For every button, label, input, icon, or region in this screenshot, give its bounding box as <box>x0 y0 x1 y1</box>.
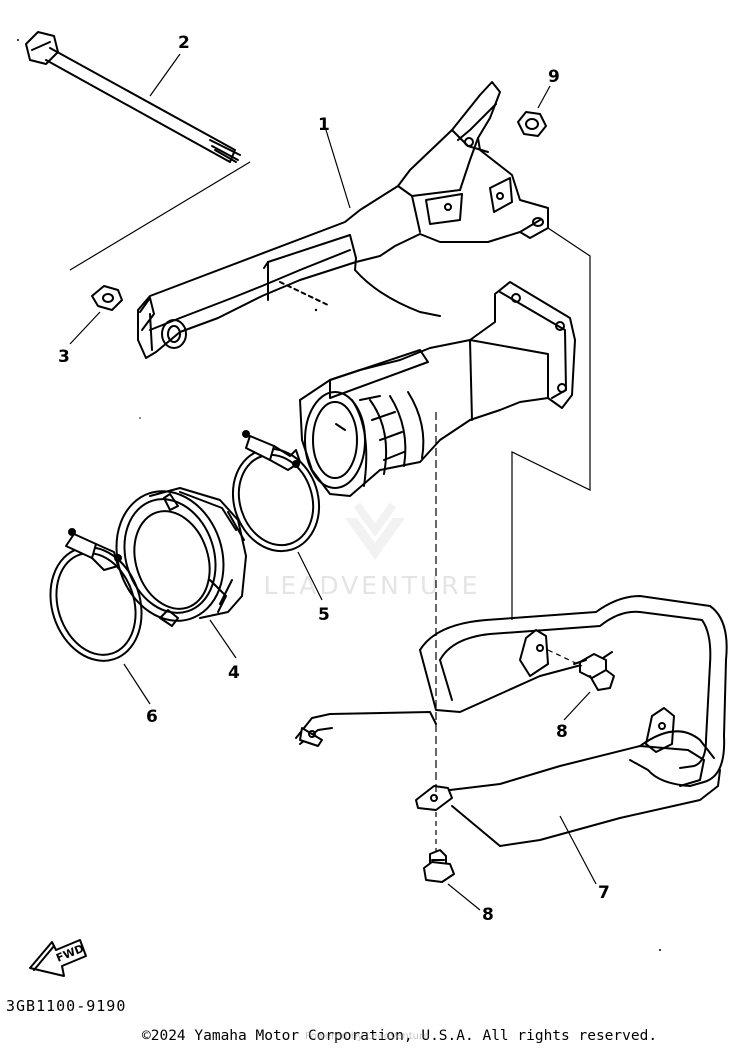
leader-line-5 <box>297 551 323 601</box>
boot-clamp-large <box>49 528 143 662</box>
scan-specks <box>17 39 661 951</box>
callout-4: 4 <box>228 663 240 683</box>
leader-line-7 <box>559 815 597 885</box>
callout-9: 9 <box>548 67 560 87</box>
copyright-notice: ©2024 Yamaha Motor Corporation, U.S.A. A… <box>142 1028 658 1044</box>
callout-7: 7 <box>598 883 610 903</box>
callout-2: 2 <box>178 33 190 53</box>
leader-line-6 <box>123 663 151 705</box>
swingarm-frame <box>137 81 549 359</box>
leader-line-2 <box>149 53 181 97</box>
leader-line-1 <box>325 129 351 209</box>
leader-line-3b <box>69 161 251 271</box>
alignment-line-swingarm <box>511 227 591 616</box>
axle-housing <box>299 281 576 497</box>
plate-washer <box>91 285 123 311</box>
hex-nut <box>517 111 547 137</box>
leader-line-8a <box>563 691 591 721</box>
watermark-logo <box>345 502 405 560</box>
callout-6: 6 <box>146 707 158 727</box>
callout-8-upper: 8 <box>556 722 568 742</box>
callout-1: 1 <box>318 115 330 135</box>
alignment-line-bolt-upper <box>547 649 583 667</box>
pivot-bolt <box>25 31 241 163</box>
diagram-part-code: 3GB1100-9190 <box>6 997 127 1015</box>
boot-clamp-small <box>231 430 321 553</box>
flange-bolt-lower <box>423 849 455 883</box>
forward-arrow-icon <box>29 939 87 977</box>
flange-bolt-upper <box>573 653 615 691</box>
watermark-text: LEADVENTURE <box>264 571 481 600</box>
callout-8-lower: 8 <box>482 905 494 925</box>
leader-line-8b <box>447 883 481 911</box>
rubber-boot <box>115 487 247 627</box>
leader-line-9 <box>537 85 551 109</box>
leader-line-4 <box>209 619 237 659</box>
leader-line-3 <box>69 311 101 345</box>
callout-3: 3 <box>58 347 70 367</box>
powered-by-watermark: Powered by LeadVenture <box>305 1031 430 1042</box>
rear-guard-bracket <box>295 595 728 847</box>
callout-5: 5 <box>318 605 330 625</box>
